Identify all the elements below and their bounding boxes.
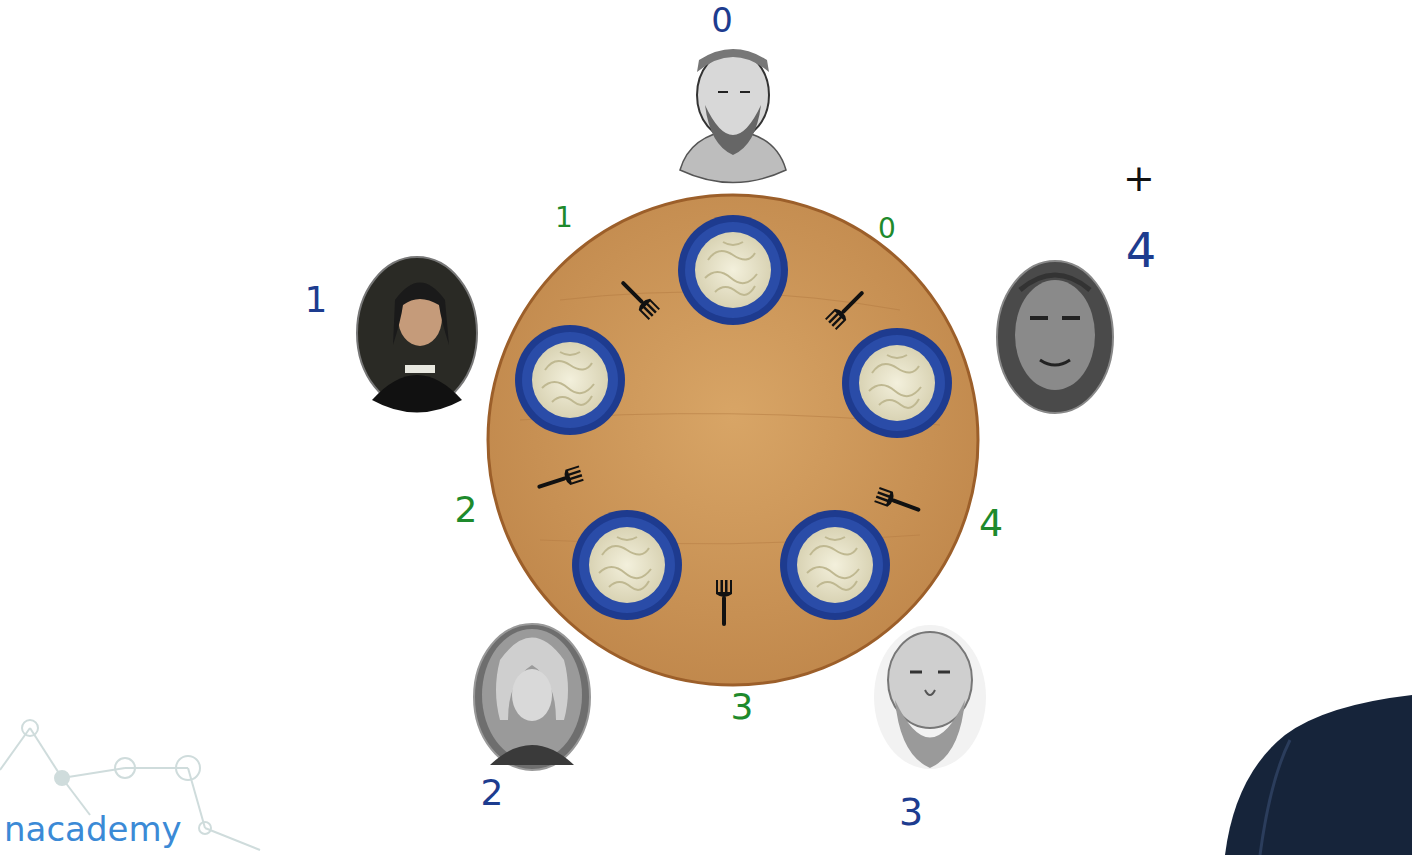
watermark-text: nacademy	[4, 812, 182, 846]
fork-number: 2	[455, 492, 478, 528]
philosopher-number: 3	[899, 793, 923, 831]
presenter-silhouette	[1225, 695, 1412, 855]
plus-mark: +	[1123, 159, 1155, 197]
watermark-network	[0, 720, 260, 850]
fork-number: 4	[979, 504, 1003, 542]
philosopher-number: 1	[305, 282, 328, 318]
fork-number: 1	[555, 204, 573, 232]
fork-number: 0	[878, 215, 896, 243]
round-table	[488, 195, 978, 685]
fork-number: 3	[731, 689, 754, 725]
pasta-plates	[515, 215, 952, 620]
philosopher-number: 4	[1126, 226, 1157, 274]
forks	[535, 276, 923, 626]
philosopher-number: 2	[481, 775, 504, 811]
philosopher-number: 0	[711, 3, 733, 37]
philosopher-portraits	[357, 49, 1113, 770]
